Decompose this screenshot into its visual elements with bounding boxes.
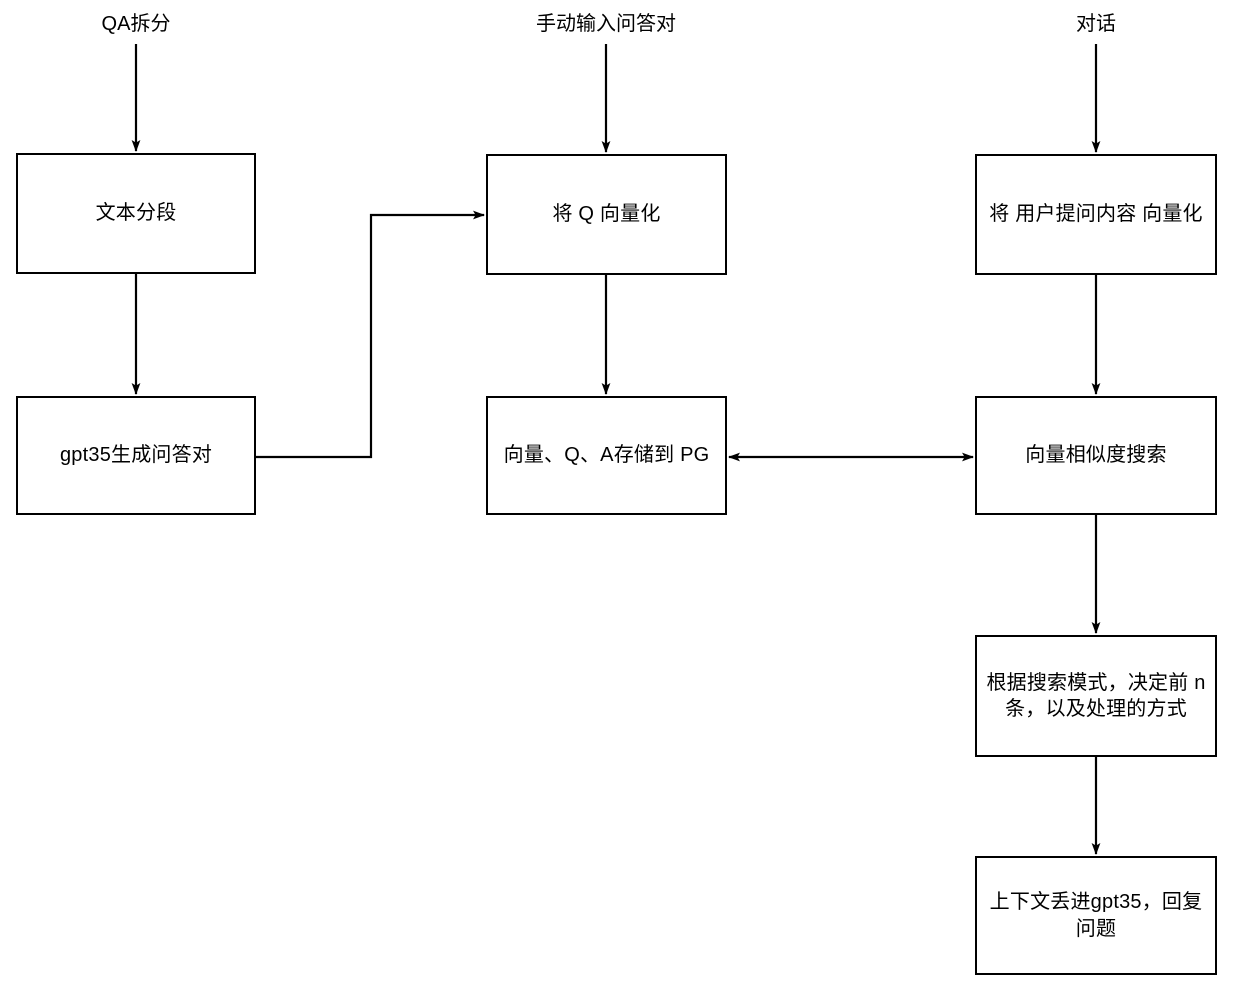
node-vector-similarity-search[interactable]: 向量相似度搜索: [975, 396, 1217, 515]
edge-label-dialogue: 对话: [1076, 13, 1116, 35]
node-decide-top-n[interactable]: 根据搜索模式，决定前 n 条，以及处理的方式: [975, 635, 1217, 757]
edge-label-qa-split: QA拆分: [101, 13, 171, 35]
node-vectorize-q-label: 将 Q 向量化: [552, 203, 661, 226]
node-gpt35-generate-qa[interactable]: gpt35生成问答对: [16, 396, 256, 515]
node-text-chunking-label: 文本分段: [95, 202, 177, 225]
node-store-to-pg-label: 向量、Q、A存储到 PG: [503, 444, 710, 467]
node-text-chunking[interactable]: 文本分段: [16, 153, 256, 274]
node-vectorize-q[interactable]: 将 Q 向量化: [486, 154, 727, 275]
node-decide-top-n-label: 根据搜索模式，决定前 n 条，以及处理的方式: [986, 671, 1206, 720]
node-vector-similarity-search-label: 向量相似度搜索: [1025, 444, 1167, 467]
node-context-to-gpt35[interactable]: 上下文丢进gpt35，回复问题: [975, 856, 1217, 975]
edge-gpt35-to-vectorize-q: [256, 210, 485, 459]
edge-label-manual-qa-input: 手动输入问答对: [536, 13, 676, 35]
node-vectorize-user-question[interactable]: 将 用户提问内容 向量化: [975, 154, 1217, 275]
node-store-to-pg[interactable]: 向量、Q、A存储到 PG: [486, 396, 727, 515]
node-vectorize-user-question-label: 将 用户提问内容 向量化: [989, 203, 1203, 226]
node-context-to-gpt35-label: 上下文丢进gpt35，回复问题: [989, 891, 1203, 940]
node-gpt35-generate-qa-label: gpt35生成问答对: [59, 444, 213, 467]
